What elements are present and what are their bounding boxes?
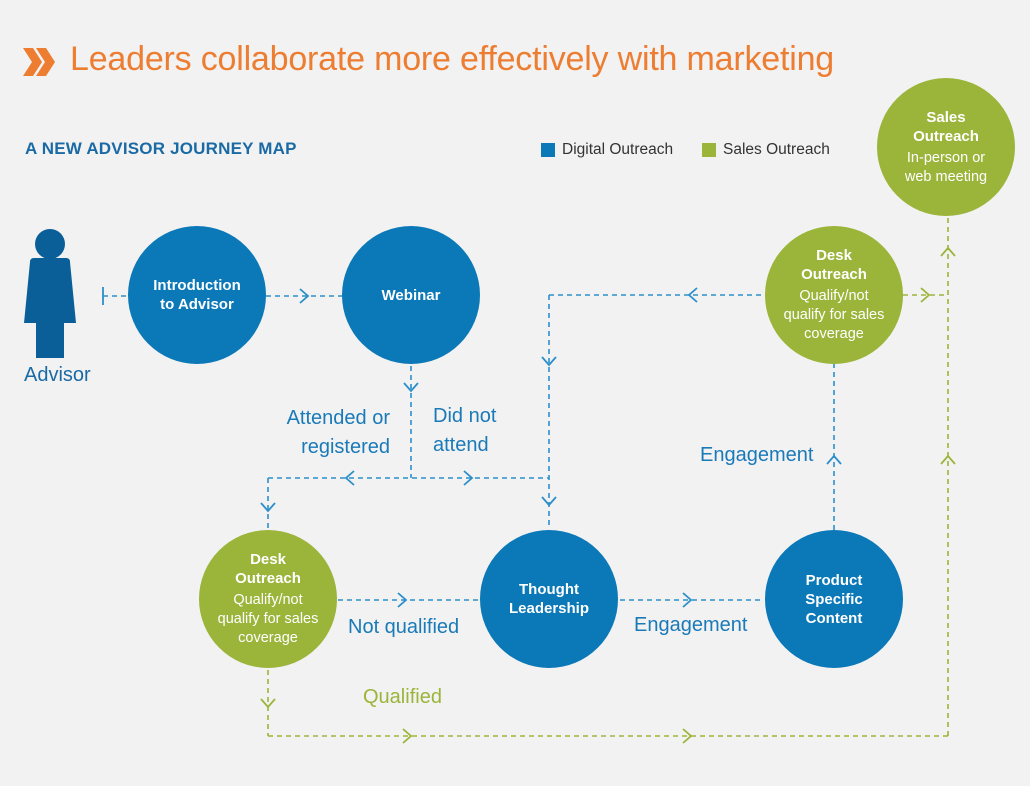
advisor-label: Advisor: [24, 364, 91, 386]
node-title: Desk Outreach: [235, 551, 301, 587]
node-desk-outreach-lower: Desk Outreach Qualify/not qualify for sa…: [199, 530, 337, 668]
node-title: Introduction to Advisor: [153, 277, 241, 313]
journey-map-subtitle: A NEW ADVISOR JOURNEY MAP: [25, 139, 297, 158]
node-title: Webinar: [381, 286, 441, 304]
node-introduction-to-advisor: Introduction to Advisor: [128, 226, 266, 364]
legend-label-digital: Digital Outreach: [562, 141, 674, 158]
node-title: Sales Outreach: [913, 108, 979, 145]
node-subtitle: In-person or web meeting: [904, 149, 988, 185]
label-engagement-horizontal: Engagement: [634, 614, 748, 636]
node-title: Product Specific Content: [805, 571, 863, 627]
legend-swatch-digital: [541, 143, 555, 157]
node-title: Desk Outreach: [801, 247, 867, 283]
person-icon: [24, 229, 76, 358]
node-desk-outreach-upper: Desk Outreach Qualify/not qualify for sa…: [765, 226, 903, 364]
label-qualified: Qualified: [363, 686, 442, 708]
node-title: Thought Leadership: [508, 581, 590, 617]
legend-item-sales: Sales Outreach: [702, 141, 830, 159]
node-subtitle: Qualify/not qualify for sales coverage: [217, 592, 319, 646]
node-webinar: Webinar: [342, 226, 480, 364]
legend-item-digital: Digital Outreach: [541, 141, 673, 159]
node-subtitle: Qualify/not qualify for sales coverage: [783, 288, 885, 342]
legend-label-sales: Sales Outreach: [723, 141, 830, 158]
label-attended-or-registered: Attended or registered: [286, 407, 390, 458]
label-engagement-vertical: Engagement: [700, 444, 814, 466]
legend-swatch-sales: [702, 143, 716, 157]
node-sales-outreach: Sales Outreach In-person or web meeting: [877, 78, 1015, 216]
label-not-qualified: Not qualified: [348, 616, 460, 638]
node-thought-leadership: Thought Leadership: [480, 530, 618, 668]
page-title: Leaders collaborate more effectively wit…: [70, 40, 834, 78]
double-chevron-right-icon: [23, 48, 55, 76]
node-product-specific-content: Product Specific Content: [765, 530, 903, 668]
label-did-not-attend: Did not attend: [433, 405, 497, 456]
